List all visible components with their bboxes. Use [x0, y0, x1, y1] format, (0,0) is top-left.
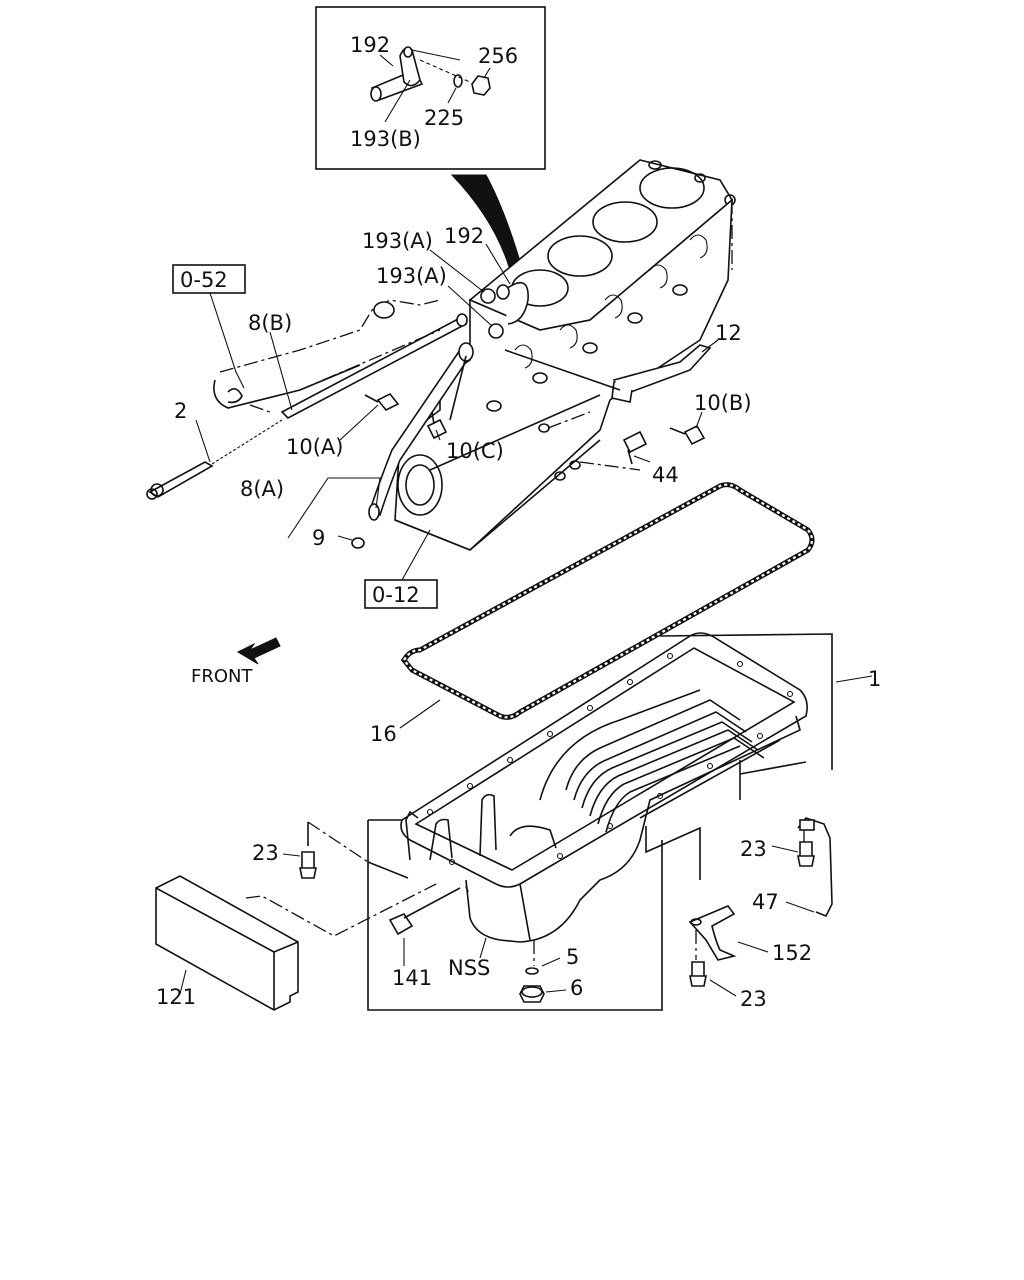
- label-10a: 10(A): [286, 435, 343, 459]
- label-47: 47: [752, 890, 779, 914]
- engine-block: [394, 159, 736, 551]
- inset-pointer-arrow: [450, 174, 523, 271]
- lower-parts: 23 121 141 NSS 5 6 23 47: [155, 817, 833, 1011]
- label-16: 16: [370, 722, 397, 746]
- label-152: 152: [772, 941, 812, 965]
- label-10b: 10(B): [694, 391, 752, 415]
- ref-box-0-12[interactable]: 0-12: [364, 529, 438, 609]
- ref-box-0-12-label: 0-12: [372, 583, 420, 607]
- oil-pan: 1: [400, 632, 881, 943]
- label-141: 141: [392, 966, 432, 990]
- label-inset-225: 225: [424, 106, 464, 130]
- label-inset-192: 192: [350, 33, 390, 57]
- label-8a: 8(A): [240, 477, 284, 501]
- front-label: FRONT: [191, 666, 253, 687]
- label-6: 6: [570, 976, 583, 1000]
- front-arrow-icon: [236, 637, 281, 665]
- label-23-bottom: 23: [740, 987, 767, 1011]
- oil-pan-gasket: 16: [370, 482, 815, 746]
- upper-labels: 193(A) 192 193(A) 8(B) 12 2 10(B) 10(A) …: [174, 224, 752, 550]
- ref-box-0-52-label: 0-52: [180, 268, 228, 292]
- dipstick-guide-assembly: [146, 282, 712, 549]
- label-1: 1: [868, 667, 881, 691]
- label-121: 121: [156, 985, 196, 1009]
- label-inset-256: 256: [478, 44, 518, 68]
- label-12: 12: [715, 321, 742, 345]
- label-23-right: 23: [740, 837, 767, 861]
- label-23-left: 23: [252, 841, 279, 865]
- ref-box-0-52[interactable]: 0-52: [172, 264, 246, 389]
- label-inset-193b: 193(B): [350, 127, 421, 151]
- label-9: 9: [312, 526, 325, 550]
- label-2: 2: [174, 399, 187, 423]
- label-8b: 8(B): [248, 311, 292, 335]
- front-indicator: FRONT: [191, 637, 281, 687]
- label-nss: NSS: [448, 956, 490, 980]
- inset-detail: 192 256 225 193(B): [315, 6, 546, 170]
- label-193a-lower: 193(A): [376, 264, 447, 288]
- label-44: 44: [652, 463, 679, 487]
- label-10c: 10(C): [446, 439, 504, 463]
- label-193a-upper: 193(A): [362, 229, 433, 253]
- label-5: 5: [566, 945, 579, 969]
- label-192: 192: [444, 224, 484, 248]
